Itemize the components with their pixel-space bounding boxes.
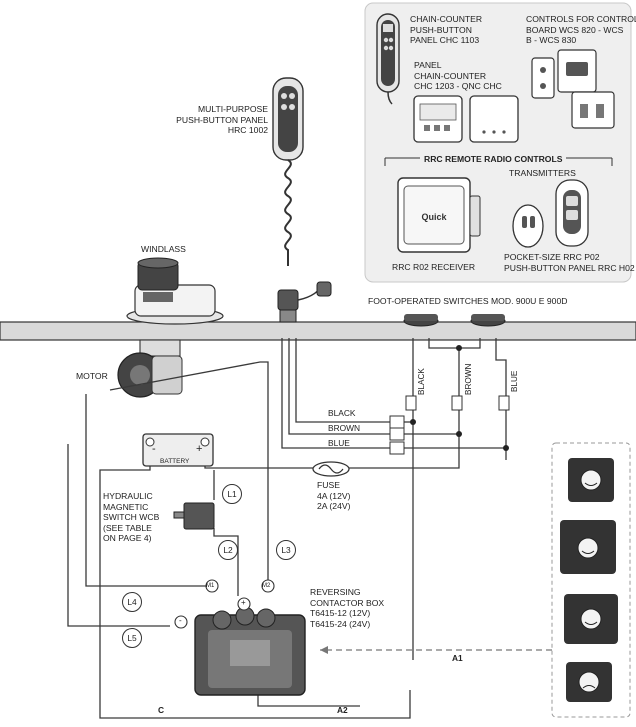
wire-blue-vertical: BLUE xyxy=(510,370,519,392)
chain-counter-pushbutton-icon xyxy=(376,13,400,105)
windlass-label: WINDLASS xyxy=(141,244,186,254)
push-button-panel-icon xyxy=(272,77,332,323)
reversing-box-label: REVERSING CONTACTOR BOX T6415-12 (12V) T… xyxy=(310,587,385,629)
rrc-title: RRC REMOTE RADIO CONTROLS xyxy=(420,154,567,165)
windlass-icon xyxy=(126,257,224,325)
terminal-minus: - xyxy=(179,616,182,625)
cable-l2: L2 xyxy=(218,540,238,560)
receiver-icon xyxy=(397,177,481,253)
foot-switch-icon xyxy=(403,314,506,327)
terminal-m1: M1 xyxy=(206,583,215,589)
control-board-label: CONTROLS FOR CONTROL BOARD WCS 820 - WCS… xyxy=(526,14,636,46)
fuse-icon xyxy=(312,461,350,477)
breaker-icon xyxy=(173,502,215,530)
cable-l5: L5 xyxy=(122,628,142,648)
deck xyxy=(0,321,636,341)
chain-counter-panel-label: PANEL CHAIN-COUNTER CHC 1203 - QNC CHC xyxy=(414,60,502,92)
terminal-plus: + xyxy=(241,598,246,607)
chain-counter-panel-icon xyxy=(413,95,519,143)
fuse-label: FUSE 4A (12V) 2A (24V) xyxy=(317,480,351,512)
cable-l3: L3 xyxy=(276,540,296,560)
wire-brown-vertical: BROWN xyxy=(464,363,473,395)
foot-switches-label: FOOT-OPERATED SWITCHES MOD. 900U E 900D xyxy=(368,296,568,306)
cable-l1: L1 xyxy=(222,484,242,504)
receiver-label: RRC R02 RECEIVER xyxy=(392,262,476,272)
pocket-size-label: POCKET-SIZE RRC P02 PUSH-BUTTON PANEL RR… xyxy=(504,252,635,273)
transmitter-icon xyxy=(512,179,589,248)
transmitters-label: TRANSMITTERS xyxy=(509,168,576,178)
hydraulic-switch-label: HYDRAULIC MAGNETIC SWITCH WCB (SEE TABLE… xyxy=(103,491,160,544)
multi-purpose-label: MULTI-PURPOSE PUSH-BUTTON PANEL HRC 1002 xyxy=(176,104,268,136)
receiver-logo: Quick xyxy=(421,212,447,222)
wire-brown-label: BROWN xyxy=(328,423,361,433)
terminal-blocks xyxy=(389,395,510,455)
terminal-m2: M2 xyxy=(262,583,271,589)
cable-a2: A2 xyxy=(337,705,348,715)
wire-blue-label: BLUE xyxy=(328,438,350,448)
control-board-icon xyxy=(531,49,615,129)
cable-c: C xyxy=(158,705,165,715)
motor-icon xyxy=(117,339,183,398)
wire-black-vertical: BLACK xyxy=(417,368,426,395)
status-panel xyxy=(551,442,631,718)
battery-label: BATTERY xyxy=(160,458,190,465)
wire-black-label: BLACK xyxy=(328,408,356,418)
battery-icon xyxy=(142,433,214,467)
battery-minus: - xyxy=(152,443,156,455)
terminal-markers xyxy=(174,579,275,629)
battery-plus: + xyxy=(196,443,203,455)
cable-l4: L4 xyxy=(122,592,142,612)
contactor-box-icon xyxy=(194,606,306,696)
chain-counter-pushbutton-label: CHAIN-COUNTER PUSH-BUTTON PANEL CHC 1103 xyxy=(410,14,483,46)
motor-label: MOTOR xyxy=(76,371,108,381)
cable-a1: A1 xyxy=(452,653,463,663)
